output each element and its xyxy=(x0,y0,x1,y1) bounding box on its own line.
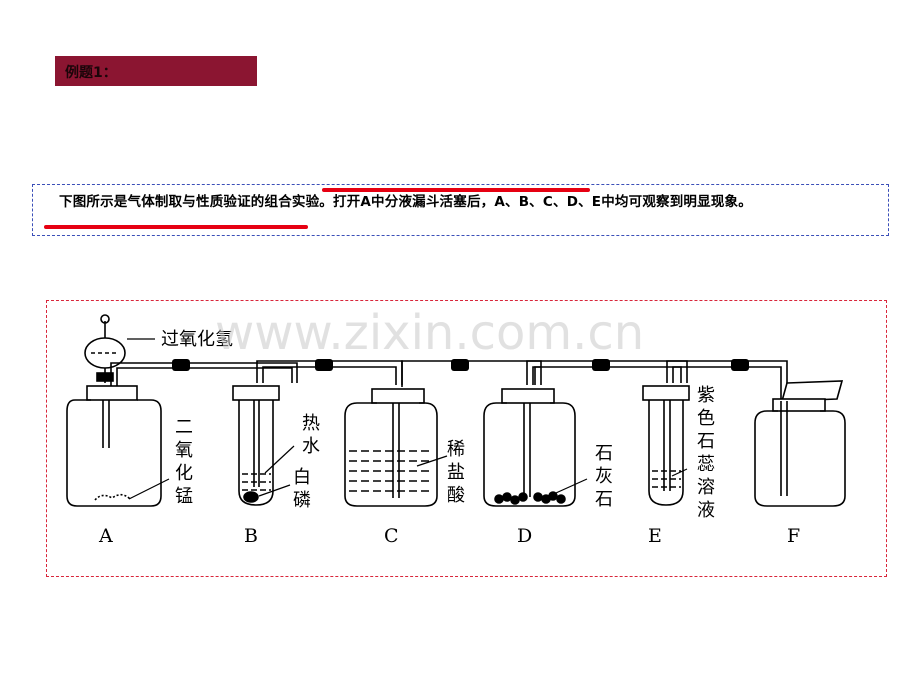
underline-top xyxy=(322,188,590,192)
bottle-f xyxy=(754,380,846,507)
label-hot-water-1: 热 xyxy=(302,413,320,434)
label-limestone-2: 灰 xyxy=(595,466,613,487)
label-mno2-3: 化 xyxy=(175,463,193,484)
apparatus-label-c: C xyxy=(384,525,399,547)
example-title-bar: 例题1： xyxy=(55,56,257,86)
label-mno2-1: 二 xyxy=(175,417,193,438)
example-title: 例题1： xyxy=(65,65,117,81)
apparatus-diagram: 过氧化氢 二 氧 化 锰 热 水 白 磷 稀 盐 酸 石 灰 石 紫 色 石 蕊… xyxy=(66,305,846,547)
label-litmus-6: 液 xyxy=(697,500,715,521)
label-hot-water-2: 水 xyxy=(302,436,320,457)
label-white-p-2: 磷 xyxy=(293,490,311,511)
problem-text: 下图所示是气体制取与性质验证的组合实验。打开A中分液漏斗活塞后，A、B、C、D、… xyxy=(59,194,752,210)
label-mno2-4: 锰 xyxy=(175,486,193,507)
bottle-c xyxy=(344,388,438,507)
apparatus-label-b: B xyxy=(244,525,258,547)
apparatus-label-e: E xyxy=(648,525,662,547)
apparatus-label-f: F xyxy=(787,525,800,547)
apparatus-label-d: D xyxy=(517,525,532,547)
diagram-box: 过氧化氢 二 氧 化 锰 热 水 白 磷 稀 盐 酸 石 灰 石 紫 色 石 蕊… xyxy=(46,300,887,577)
label-limestone-3: 石 xyxy=(595,489,613,510)
bottle-d xyxy=(483,388,576,507)
label-hcl-2: 盐 xyxy=(447,462,465,483)
label-mno2-2: 氧 xyxy=(175,440,193,461)
underline-bottom xyxy=(44,225,308,229)
watermark: www.zixin.com.cn xyxy=(215,305,644,361)
label-litmus-3: 石 xyxy=(697,431,715,452)
label-litmus-5: 溶 xyxy=(697,477,715,498)
apparatus-label-a: A xyxy=(98,525,113,547)
label-limestone-1: 石 xyxy=(595,443,613,464)
tube-e xyxy=(642,385,690,506)
bottle-a xyxy=(66,314,162,507)
label-litmus-4: 蕊 xyxy=(697,454,715,475)
label-hcl-3: 酸 xyxy=(447,485,465,506)
label-hcl-1: 稀 xyxy=(447,439,465,460)
label-litmus-1: 紫 xyxy=(697,385,715,406)
label-hydrogen-peroxide: 过氧化氢 xyxy=(161,329,233,350)
label-litmus-2: 色 xyxy=(697,408,715,429)
problem-box: 下图所示是气体制取与性质验证的组合实验。打开A中分液漏斗活塞后，A、B、C、D、… xyxy=(32,184,889,236)
label-white-p-1: 白 xyxy=(293,467,311,488)
tube-b xyxy=(232,385,280,506)
